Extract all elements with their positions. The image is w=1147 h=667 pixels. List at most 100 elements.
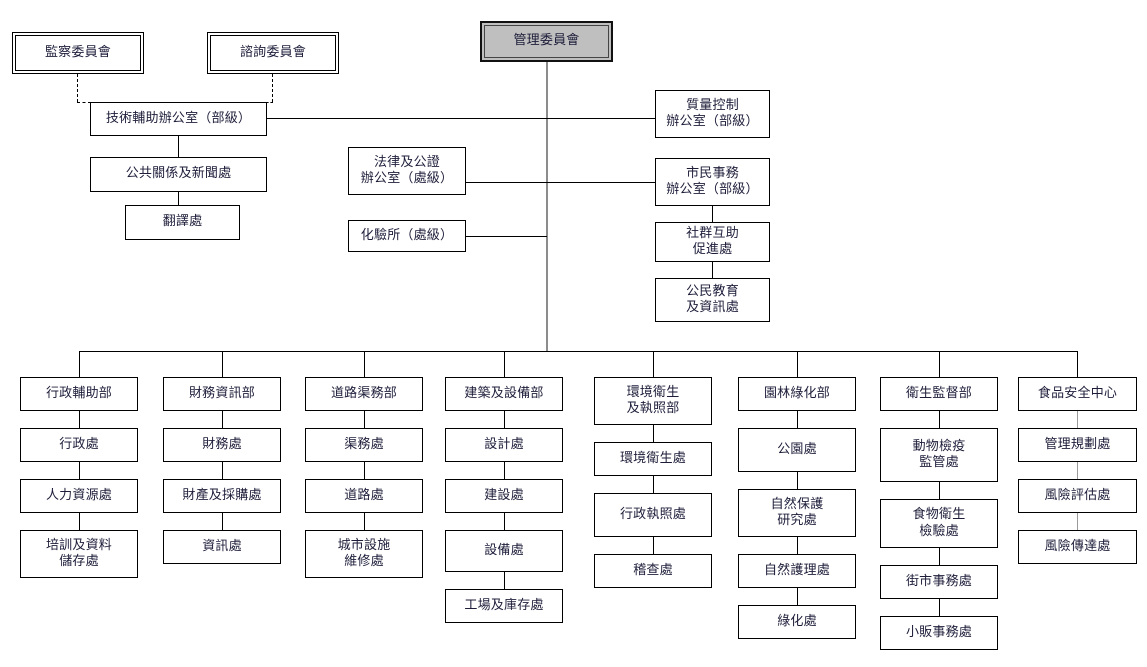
dept-unit-label-8-3: 風險傳達處	[1044, 538, 1111, 554]
root-box-management-committee[interactable]: 管理委員會	[480, 21, 613, 62]
dept-unit-1-2[interactable]: 人力資源處	[20, 479, 138, 513]
connector-c3-u0	[364, 411, 365, 428]
dept-unit-2-3[interactable]: 資訊處	[163, 530, 281, 564]
drop-stem-dept-2	[222, 351, 223, 377]
dept-head-8[interactable]: 食品安全中心	[1018, 377, 1137, 411]
box-legal-notary-office[interactable]: 法律及公證 辦公室（處級）	[348, 147, 466, 195]
connector-c3-u2	[364, 513, 365, 530]
box-community-mutual-aid[interactable]: 社群互助 促進處	[655, 222, 770, 262]
committee-box-supervision[interactable]: 監察委員會	[12, 32, 144, 74]
dept-unit-8-1[interactable]: 管理規劃處	[1018, 428, 1137, 462]
dept-unit-1-3[interactable]: 培訓及資料 儲存處	[20, 530, 138, 578]
department-distribution-bar	[79, 351, 1078, 352]
dept-unit-7-2[interactable]: 食物衛生 檢驗處	[880, 499, 998, 548]
label-public-relations-press: 公共關係及新聞處	[125, 166, 232, 182]
dept-unit-label-1-3: 培訓及資料 儲存處	[45, 537, 112, 569]
drop-stem-dept-7	[939, 351, 940, 377]
connector-c8-u0	[1077, 411, 1078, 428]
connector-c6-u3	[797, 588, 798, 605]
drop-stem-dept-4	[504, 351, 505, 377]
dept-head-2[interactable]: 財務資訊部	[163, 377, 281, 411]
dept-unit-4-2[interactable]: 建設處	[445, 479, 563, 513]
dept-unit-label-7-4: 小販事務處	[905, 624, 972, 640]
dept-unit-8-2[interactable]: 風險評估處	[1018, 479, 1137, 513]
box-quality-control-office[interactable]: 質量控制 辦公室（部級）	[655, 90, 770, 138]
dept-unit-label-8-1: 管理規劃處	[1044, 436, 1111, 452]
connector-c6-u1	[797, 472, 798, 489]
box-laboratory[interactable]: 化驗所（處級）	[348, 220, 466, 252]
dept-head-label-5: 環境衛生 及執照部	[626, 384, 680, 416]
dept-unit-4-4[interactable]: 工場及庫存處	[445, 589, 563, 623]
label-community-mutual-aid: 社群互助 促進處	[686, 225, 739, 257]
dept-unit-label-7-2: 食物衛生 檢驗處	[912, 507, 966, 539]
dept-head-4[interactable]: 建築及設備部	[445, 377, 563, 411]
dept-unit-6-1[interactable]: 公園處	[738, 428, 856, 472]
label-translation-division: 翻譯處	[162, 214, 203, 230]
box-technical-support-office[interactable]: 技術輔助辦公室（部級）	[90, 102, 267, 136]
drop-stem-dept-8	[1077, 351, 1078, 377]
connector-c1-u0	[79, 411, 80, 428]
drop-stem-dept-6	[797, 351, 798, 377]
connector-citizen-to-community	[712, 206, 713, 222]
dept-unit-7-3[interactable]: 街市事務處	[880, 565, 998, 599]
dept-unit-2-2[interactable]: 財產及採購處	[163, 479, 281, 513]
dept-unit-6-3[interactable]: 自然護理處	[738, 554, 856, 588]
dept-head-label-4: 建築及設備部	[464, 385, 544, 401]
dept-unit-5-1[interactable]: 環境衛生處	[594, 442, 712, 476]
box-public-relations-press[interactable]: 公共關係及新聞處	[90, 157, 267, 192]
dept-unit-label-3-1: 渠務處	[344, 436, 384, 452]
main-spine	[546, 62, 548, 351]
dept-unit-label-6-2: 自然保護 研究處	[770, 496, 824, 528]
dept-head-label-3: 道路渠務部	[330, 385, 397, 401]
connector-c7-u1	[939, 482, 940, 499]
dept-unit-7-4[interactable]: 小販事務處	[880, 616, 998, 650]
dept-head-7[interactable]: 衛生監督部	[880, 377, 998, 411]
connector-c5-u1	[653, 476, 654, 493]
dept-head-5[interactable]: 環境衛生 及執照部	[594, 377, 712, 425]
dept-head-6[interactable]: 園林綠化部	[738, 377, 856, 411]
dept-unit-2-1[interactable]: 財務處	[163, 428, 281, 462]
dept-head-label-1: 行政輔助部	[45, 385, 112, 401]
dept-unit-label-5-3: 稽查處	[633, 562, 673, 578]
box-translation-division[interactable]: 翻譯處	[125, 205, 240, 240]
connector-c6-u2	[797, 537, 798, 554]
dashed-connector-supervision-vertical	[77, 74, 78, 102]
dashed-connector-supervision-horizontal	[77, 102, 91, 103]
connector-c7-u2	[939, 548, 940, 565]
dept-unit-4-3[interactable]: 設備處	[445, 530, 563, 572]
dept-unit-3-3[interactable]: 城市設施 維修處	[305, 530, 423, 578]
drop-stem-dept-5	[653, 351, 654, 377]
box-civic-education-info[interactable]: 公民教育 及資訊處	[655, 278, 770, 322]
dept-unit-1-1[interactable]: 行政處	[20, 428, 138, 462]
dept-head-1[interactable]: 行政輔助部	[20, 377, 138, 411]
dept-unit-8-3[interactable]: 風險傳達處	[1018, 530, 1137, 564]
dept-head-label-7: 衛生監督部	[905, 385, 972, 401]
dept-unit-6-2[interactable]: 自然保護 研究處	[738, 489, 856, 537]
connector-c5-u2	[653, 537, 654, 554]
committee-box-advisory[interactable]: 諮詢委員會	[207, 32, 339, 74]
connector-c2-u0	[222, 411, 223, 428]
dept-unit-label-6-4: 綠化處	[777, 613, 817, 629]
dept-unit-label-4-1: 設計處	[484, 436, 524, 452]
root-label: 管理委員會	[484, 25, 609, 58]
dept-unit-6-4[interactable]: 綠化處	[738, 605, 856, 639]
connector-tech-to-pr	[178, 136, 179, 157]
dept-unit-7-1[interactable]: 動物檢疫 監管處	[880, 428, 998, 482]
dept-unit-4-1[interactable]: 設計處	[445, 428, 563, 462]
connector-c7-u0	[939, 411, 940, 428]
connector-c1-u2	[79, 513, 80, 530]
dept-unit-3-1[interactable]: 渠務處	[305, 428, 423, 462]
dept-unit-5-3[interactable]: 稽查處	[594, 554, 712, 588]
dept-head-3[interactable]: 道路渠務部	[305, 377, 423, 411]
committee-label-supervision: 監察委員會	[15, 35, 141, 71]
label-citizen-affairs-office: 市民事務 辦公室（部級）	[666, 165, 759, 197]
dept-unit-3-2[interactable]: 道路處	[305, 479, 423, 513]
connector-c4-u2	[504, 513, 505, 530]
committee-label-advisory: 諮詢委員會	[210, 35, 336, 71]
connector-c8-u1	[1077, 462, 1078, 479]
dept-unit-5-2[interactable]: 行政執照處	[594, 493, 712, 537]
box-citizen-affairs-office[interactable]: 市民事務 辦公室（部級）	[655, 158, 770, 206]
dept-unit-label-2-2: 財產及採購處	[182, 487, 262, 503]
connector-c2-u2	[222, 513, 223, 530]
rail-tier3	[466, 236, 547, 237]
